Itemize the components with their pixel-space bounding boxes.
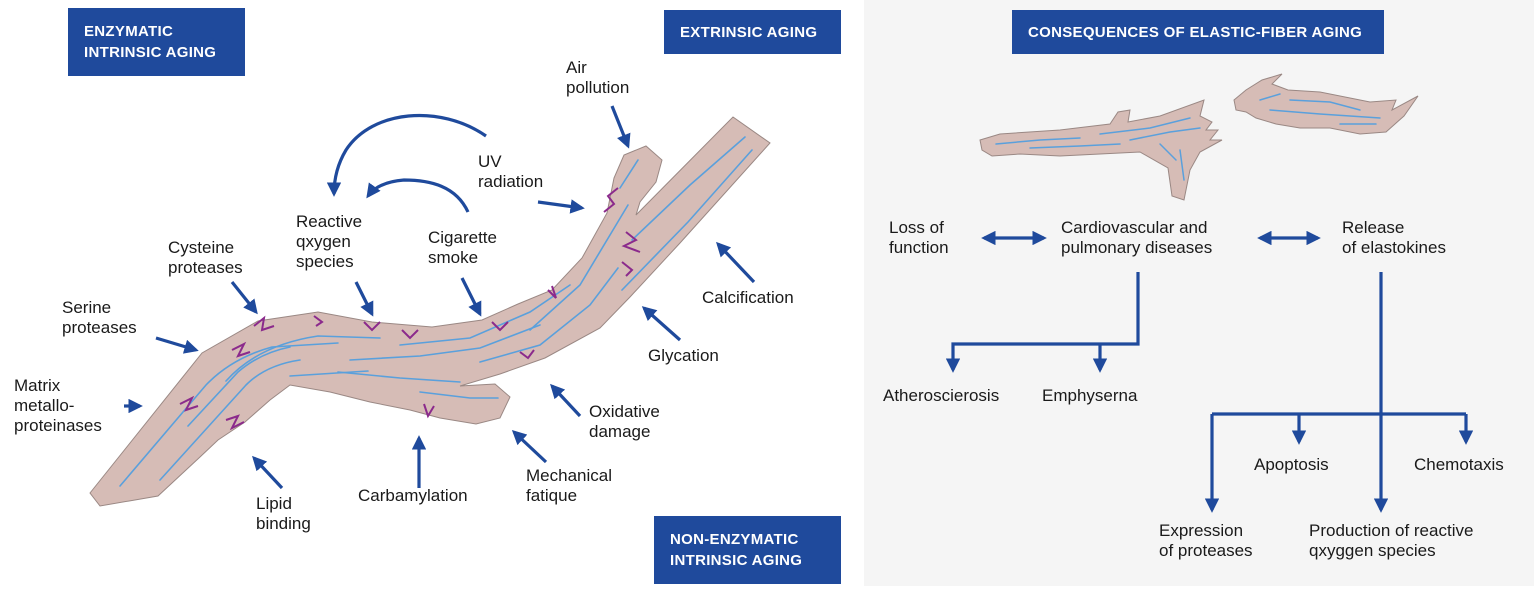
- arrow-reactive: [354, 281, 374, 317]
- label-calcification: Calcification: [702, 288, 794, 307]
- consequences-panel: [864, 0, 1534, 586]
- elastic-fiber: [89, 116, 771, 507]
- label-atherosclerosis: Atheroscierosis: [883, 386, 1000, 405]
- label-chemotaxis: Chemotaxis: [1414, 455, 1504, 474]
- fiber-fragment-right: [1233, 73, 1419, 135]
- header-consequences: CONSEQUENCES OF ELASTIC-FIBER AGING: [1012, 10, 1384, 54]
- label-serine-proteases: Serine proteases: [62, 298, 137, 337]
- label-release-elastokines: Release of elastokines: [1342, 218, 1446, 257]
- header-enzymatic: ENZYMATIC INTRINSIC AGING: [68, 8, 245, 76]
- arrow-lipid: [252, 455, 284, 490]
- label-expression-proteases: Expression of proteases: [1159, 521, 1253, 560]
- fiber-body: [89, 116, 771, 507]
- label-reactive-oxygen: Reactive qxygen species: [296, 212, 363, 271]
- label-carbamylation: Carbamylation: [358, 486, 468, 505]
- fiber-fragment-left: [979, 99, 1223, 201]
- label-glycation: Glycation: [648, 346, 719, 365]
- arrow-calcification: [716, 241, 756, 284]
- label-mmp: Matrix metallo- proteinases: [14, 376, 102, 435]
- label-cysteine-proteases: Cysteine proteases: [168, 238, 243, 277]
- arrow-mechanical: [511, 430, 548, 464]
- arrow-serine: [155, 336, 199, 354]
- header-extrinsic: EXTRINSIC AGING: [664, 10, 841, 54]
- label-mechanical-fatigue: Mechanical fatique: [526, 466, 612, 505]
- arrow-cigarette: [460, 277, 482, 317]
- arrow-uv: [537, 199, 585, 214]
- header-non-enzymatic: NON-ENZYMATIC INTRINSIC AGING: [654, 516, 841, 584]
- label-cardiovascular: Cardiovascular and pulmonary diseases: [1061, 218, 1213, 257]
- arrow-air: [610, 105, 631, 149]
- factor-arrows: [124, 105, 756, 490]
- line-cardio-down: [945, 272, 1140, 373]
- label-uv-radiation: UV radiation: [478, 152, 544, 191]
- arrow-glycation: [641, 306, 682, 342]
- label-production-reactive: Production of reactive qxyggen species: [1309, 521, 1474, 560]
- label-oxidative-damage: Oxidative damage: [589, 402, 660, 441]
- label-emphysema: Emphyserna: [1042, 386, 1138, 405]
- label-cigarette-smoke: Cigarette smoke: [428, 228, 497, 267]
- label-loss-of-function: Loss of function: [889, 218, 949, 257]
- label-air-pollution: Air pollution: [566, 58, 630, 97]
- label-lipid-binding: Lipid binding: [256, 494, 311, 533]
- arrow-smoke-curve: [366, 178, 470, 213]
- label-apoptosis: Apoptosis: [1254, 455, 1329, 474]
- arrow-oxidative: [550, 383, 582, 418]
- fragmented-fibers: [979, 73, 1419, 201]
- consequence-arrows: [945, 230, 1474, 513]
- arrow-cysteine: [230, 281, 258, 315]
- arrow-uv-curve: [326, 113, 487, 197]
